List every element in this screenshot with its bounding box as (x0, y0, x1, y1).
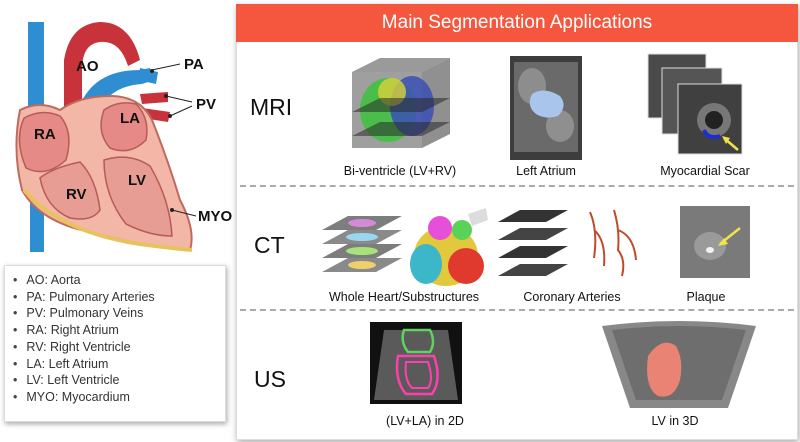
caption-us-2d: (LV+LA) in 2D (386, 414, 464, 428)
caption-plaque: Plaque (686, 290, 726, 304)
abbreviation-legend: AO: Aorta PA: Pulmonary Arteries PV: Pul… (4, 265, 226, 422)
left-atrium-shape (100, 102, 148, 152)
row-divider-1 (240, 185, 794, 187)
pointer-myo (171, 209, 197, 217)
pointer-dot-pv-1 (164, 94, 168, 98)
right-atrium-shape (18, 111, 70, 173)
pointer-pv-2 (169, 105, 193, 117)
heart-label-ao: AO (76, 58, 99, 75)
whole-heart-ct-image (322, 208, 488, 286)
heart-label-ra: RA (34, 126, 56, 143)
myocardial-scar-image (647, 53, 743, 155)
legend-item: RA: Right Atrium (13, 322, 225, 339)
us-3d-image (602, 321, 756, 408)
left-ventricle-shape (103, 156, 173, 237)
heart-label-la: LA (120, 110, 140, 127)
row-label-us: US (254, 366, 286, 392)
legend-item: RV: Right Ventricle (13, 339, 225, 356)
plaque-ct-image (680, 206, 750, 278)
row-label-mri: MRI (250, 94, 293, 120)
heart-label-rv: RV (66, 186, 87, 203)
pulmonary-vein-1 (140, 92, 168, 104)
left-atrium-mri-image (510, 56, 582, 160)
caption-biventricle: Bi-ventricle (LV+RV) (343, 164, 457, 178)
caption-us-3d: LV in 3D (651, 414, 699, 428)
aorta (64, 22, 140, 120)
heart-label-pa: PA (184, 56, 204, 73)
row-label-ct: CT (254, 232, 285, 258)
panel-title: Main Segmentation Applications (236, 4, 798, 42)
legend-item: MYO: Myocardium (13, 389, 225, 406)
coronary-fat (22, 188, 193, 252)
superior-vena-cava (28, 22, 44, 122)
heart-label-myo: MYO (198, 208, 233, 225)
us-2d-image (370, 322, 462, 404)
heart-illustration (15, 22, 197, 252)
row-divider-2 (240, 309, 794, 311)
pointer-pv-1 (165, 95, 193, 103)
legend-item: PV: Pulmonary Veins (13, 305, 225, 322)
caption-coronary-arteries: Coronary Arteries (523, 290, 621, 304)
pointer-dot-pa (150, 69, 154, 73)
caption-left-atrium: Left Atrium (516, 164, 576, 178)
heart-label-pv: PV (196, 96, 217, 113)
legend-item: LA: Left Atrium (13, 356, 225, 373)
legend-item: PA: Pulmonary Arteries (13, 289, 225, 306)
coronary-arteries-ct-image (498, 209, 637, 277)
biventricle-3d-image (352, 58, 450, 148)
right-ventricle-shape (39, 161, 101, 220)
caption-whole-heart: Whole Heart/Substructures (328, 290, 480, 304)
heart-label-lv: LV (128, 172, 147, 189)
pointer-dot-myo (170, 208, 174, 212)
pointer-pa (151, 63, 181, 71)
pointer-dot-pv-2 (168, 114, 172, 118)
legend-item: LV: Left Ventricle (13, 372, 225, 389)
legend-item: AO: Aorta (13, 272, 225, 289)
caption-myocardial-scar: Myocardial Scar (660, 164, 750, 178)
